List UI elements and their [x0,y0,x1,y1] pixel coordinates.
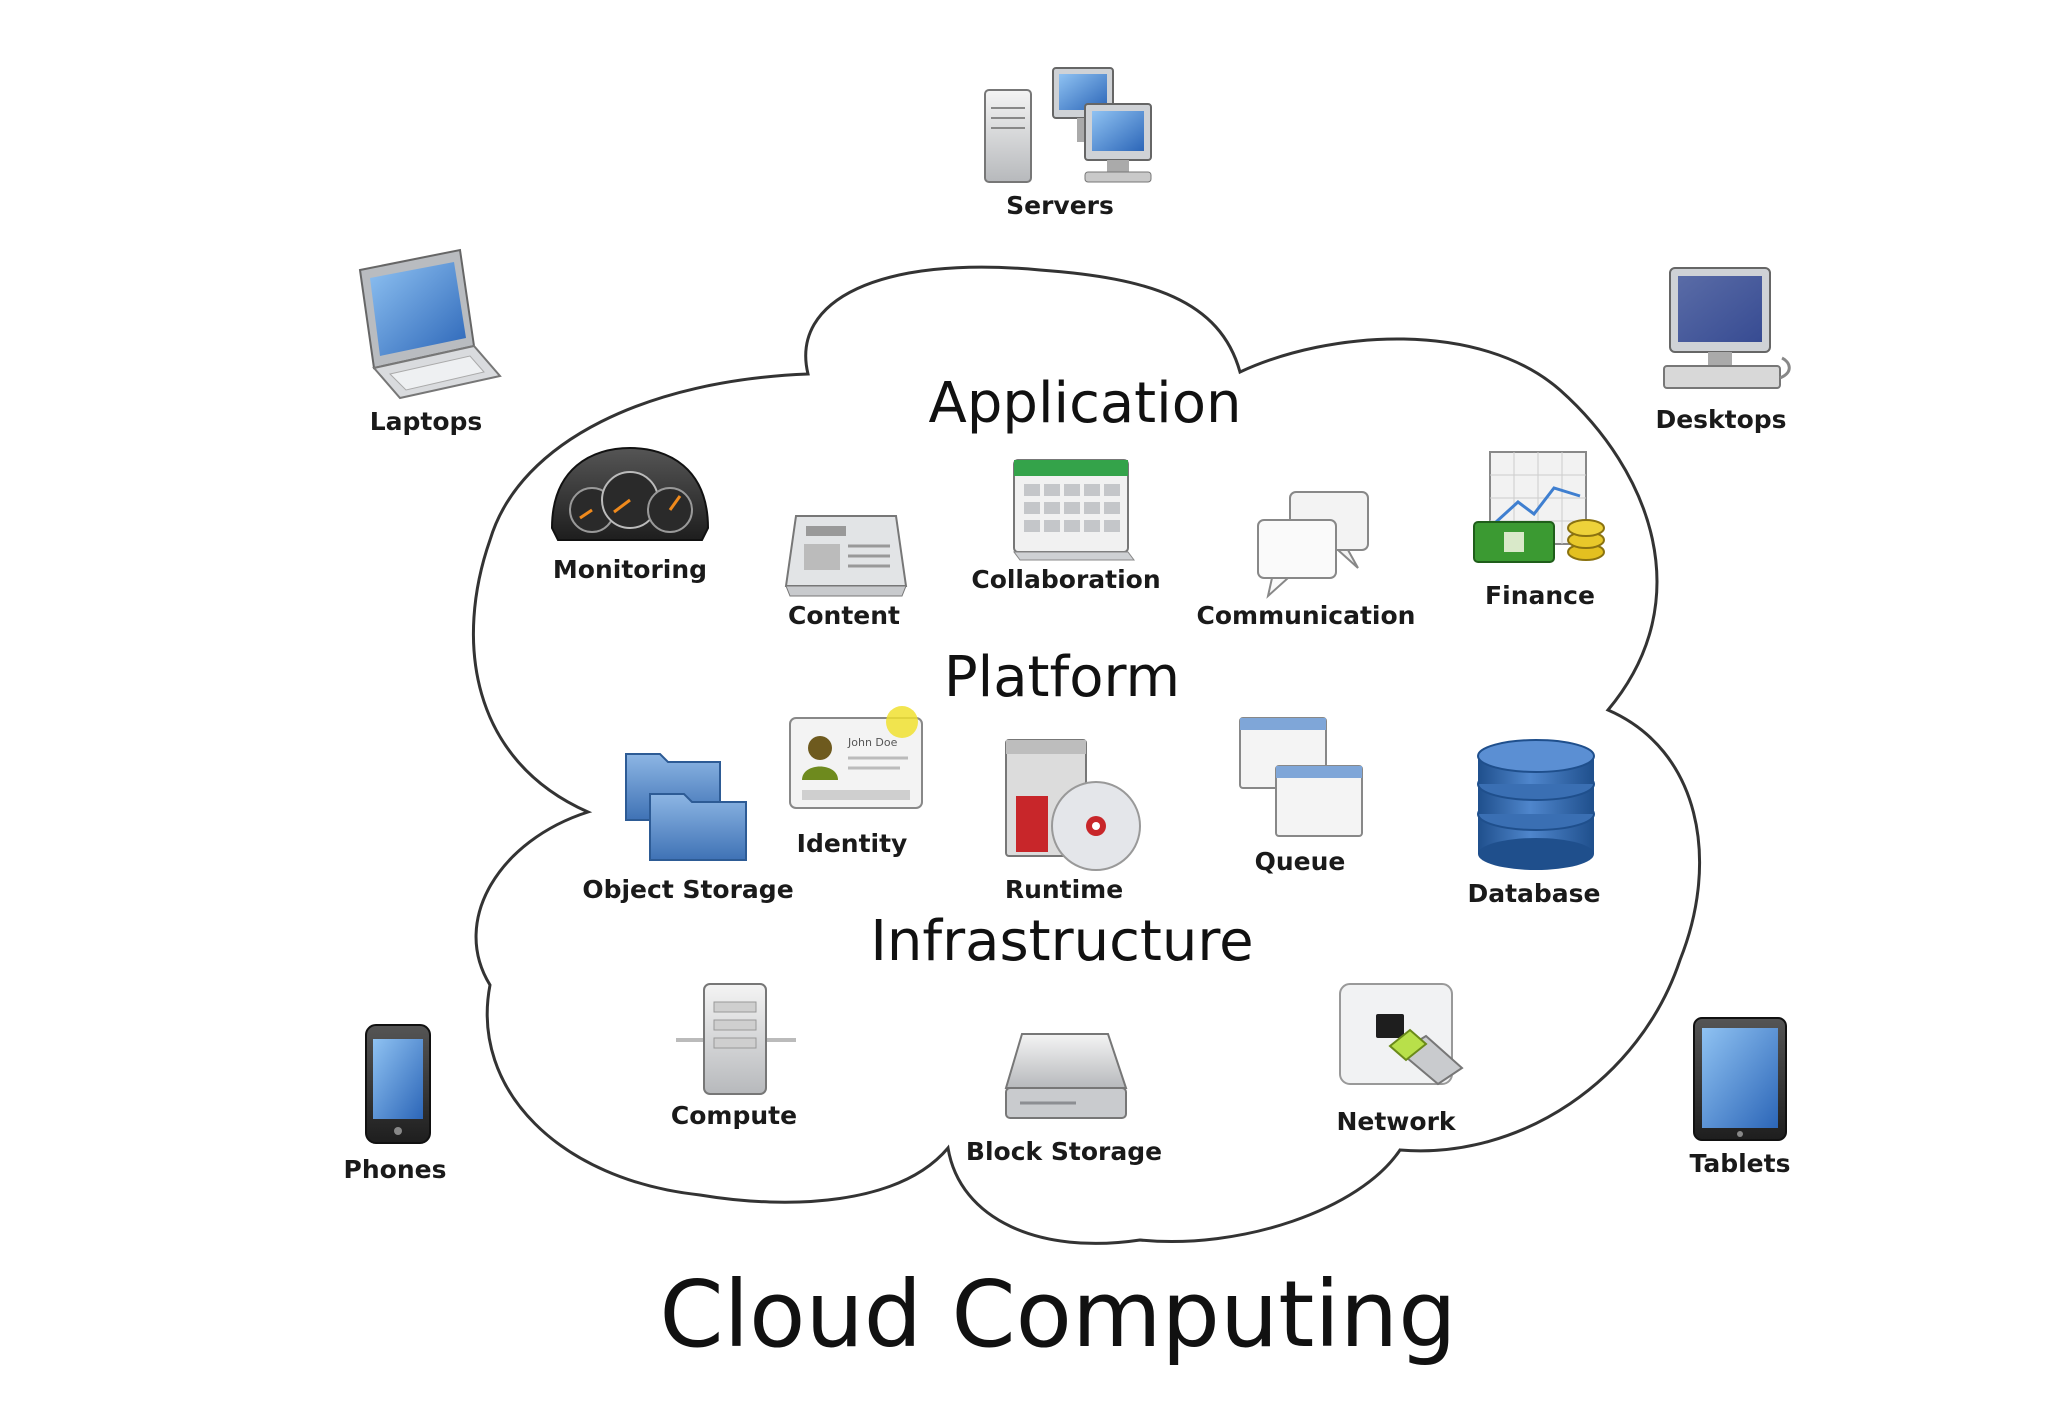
communication-icon [1257,491,1369,599]
identity-icon: John Doe [789,706,923,809]
object-storage-icon [625,753,747,861]
monitoring-label: Monitoring [553,555,707,584]
tablets-icon [1693,1017,1787,1141]
desktops-icon [1663,267,1791,389]
laptops-icon [358,248,502,400]
tablets-label: Tablets [1690,1149,1791,1178]
network-icon [1339,983,1464,1086]
database-icon [1477,739,1595,870]
queue-label: Queue [1255,847,1346,876]
collaboration-label: Collaboration [971,565,1160,594]
content-label: Content [788,601,900,630]
servers-icon [984,67,1152,183]
network-label: Network [1336,1107,1456,1136]
desktops-label: Desktops [1655,405,1786,434]
servers-label: Servers [1006,191,1114,220]
finance-icon [1473,451,1605,563]
content-icon [784,515,908,597]
collaboration-icon [1013,459,1135,561]
identity-card-name: John Doe [847,736,898,749]
runtime-label: Runtime [1005,875,1123,904]
phones-icon [365,1024,431,1144]
object-storage-label: Object Storage [582,875,793,904]
identity-label: Identity [797,829,908,858]
application-layer-heading: Application [929,371,1242,436]
queue-icon [1239,717,1363,837]
finance-label: Finance [1485,581,1595,610]
communication-label: Communication [1197,601,1416,630]
infrastructure-layer-heading: Infrastructure [870,909,1253,974]
database-label: Database [1467,879,1600,908]
block-storage-label: Block Storage [966,1137,1162,1166]
laptops-label: Laptops [370,407,483,436]
platform-layer-heading: Platform [944,645,1180,710]
block-storage-icon [1004,1033,1128,1119]
compute-label: Compute [671,1101,797,1130]
monitoring-icon [550,446,710,541]
compute-icon [676,983,796,1095]
phones-label: Phones [344,1155,447,1184]
runtime-icon [1005,739,1141,871]
diagram-title: Cloud Computing [659,1261,1456,1368]
